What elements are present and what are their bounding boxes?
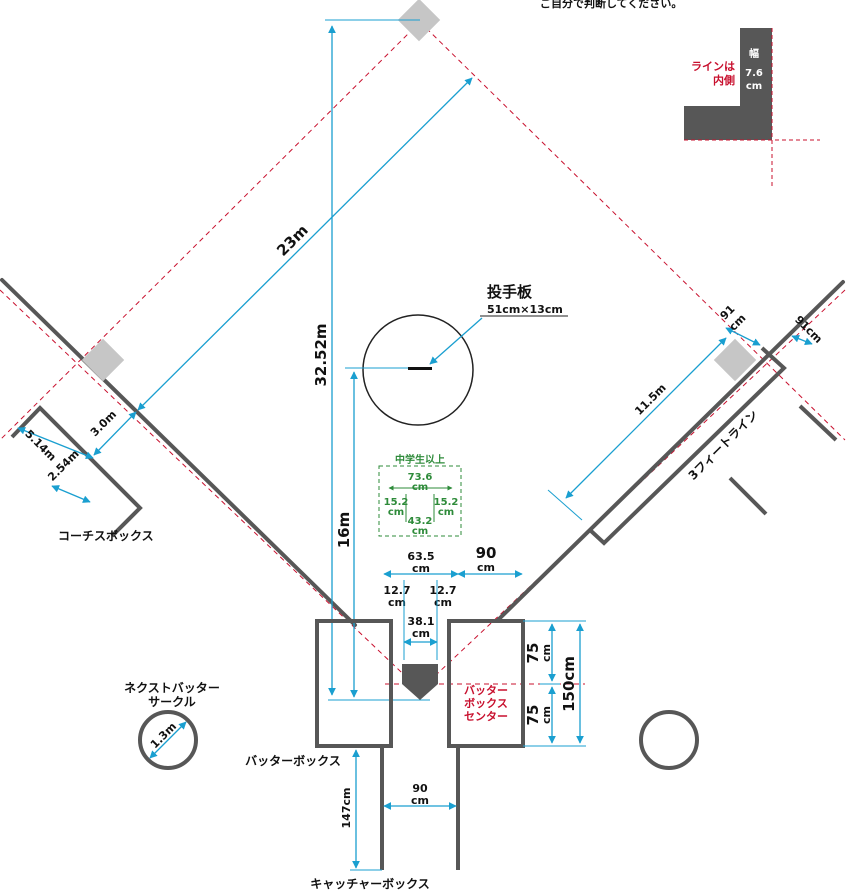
three-foot-line (588, 346, 787, 546)
batter-box-right (447, 619, 525, 748)
dim-11-5m: 11.5m (632, 381, 668, 417)
dim-147cm: 147cm (340, 788, 353, 829)
batter-box-center-2: ボックス (464, 696, 508, 710)
junior-high-spec-box (378, 465, 462, 537)
dim-38-1-value: 38.1 (407, 615, 434, 628)
dim-12-7-right-unit: cm (434, 596, 452, 609)
dim-90-bottom-value: 90 (412, 782, 428, 795)
dim-32-52m: 32.52m (312, 323, 330, 386)
dim-line-5-14m (17, 426, 94, 460)
dim-75-top-unit: cm (540, 644, 553, 662)
dim-75-bottom-unit: cm (540, 706, 553, 724)
dim-90-bottom-unit: cm (411, 794, 429, 807)
dim-line-91cm-right (791, 334, 813, 346)
dim-line-91cm (725, 327, 761, 346)
junior-high-label: 中学生以上 (395, 453, 445, 466)
pitcher-plate-size: 51cm×13cm (487, 303, 563, 316)
dim-75-top-value: 75 (524, 643, 542, 664)
dim-12-7-right-value: 12.7 (429, 584, 456, 597)
next-batter-label-2: サークル (148, 695, 196, 709)
inset-line-label-1: ラインは (691, 60, 735, 73)
inset-line-label-2: 内側 (713, 73, 735, 87)
green-15-2-right-value: 15.2 (434, 497, 459, 508)
line-width-inset: 幅 7.6 cm ラインは 内側 (684, 28, 820, 188)
coach-box-label: コーチスボックス (58, 528, 154, 543)
dim-23m: 23m (273, 221, 312, 260)
inset-width-label: 幅 (749, 47, 759, 60)
batter-box-left (315, 619, 393, 748)
dim-line-1-3m (149, 721, 187, 759)
dim-75-bottom-value: 75 (524, 705, 542, 726)
dim-line-23m (137, 77, 473, 411)
dim-90-top-unit: cm (477, 561, 495, 574)
next-batter-circle-right (639, 710, 699, 770)
green-15-2-left-value: 15.2 (384, 497, 409, 508)
dim-63-5-unit: cm (412, 562, 430, 575)
dim-12-7-left-unit: cm (388, 596, 406, 609)
coach-box-right (728, 404, 838, 516)
dim-5-14m: 5.14m (22, 427, 58, 463)
dim-63-5-value: 63.5 (407, 550, 434, 563)
third-base (81, 338, 125, 382)
green-73-6-unit: cm (412, 482, 428, 493)
dim-line-2-54m (51, 485, 91, 503)
catcher-box (380, 746, 460, 870)
dim-150cm: 150cm (560, 656, 578, 712)
pitcher-plate (408, 367, 432, 370)
dim-16m: 16m (335, 512, 353, 549)
home-plate (402, 664, 438, 700)
green-43-2-value: 43.2 (408, 516, 433, 527)
dim-1-3m: 1.3m (148, 720, 179, 751)
three-foot-line-label: 3フィートライン (686, 408, 761, 483)
header-note: ご自分で判断してください。 (540, 0, 682, 10)
green-43-2-unit: cm (412, 526, 428, 537)
batter-box-center-1: バッター (464, 684, 508, 697)
dim-line-11-5m (565, 337, 727, 499)
green-15-2-left-unit: cm (388, 507, 404, 518)
green-15-2-right-unit: cm (438, 507, 454, 518)
batter-box-center-3: センター (464, 710, 508, 723)
pitcher-plate-title: 投手板 (487, 283, 533, 301)
pitcher-leader-arrow (429, 317, 483, 365)
green-73-6-value: 73.6 (408, 472, 433, 483)
next-batter-label-1: ネクストバッター (124, 681, 220, 695)
dim-90-top-value: 90 (476, 544, 497, 562)
inset-width-value: 7.6 (745, 68, 763, 79)
inset-width-unit: cm (746, 81, 762, 92)
batter-box-label: バッターボックス (245, 753, 341, 768)
dim-line-3-0m (93, 411, 137, 456)
ext-line-11-5m (547, 489, 583, 521)
catcher-box-label: キャッチャーボックス (310, 876, 430, 891)
next-batter-circle-left (138, 710, 198, 770)
dim-38-1-unit: cm (412, 627, 430, 640)
